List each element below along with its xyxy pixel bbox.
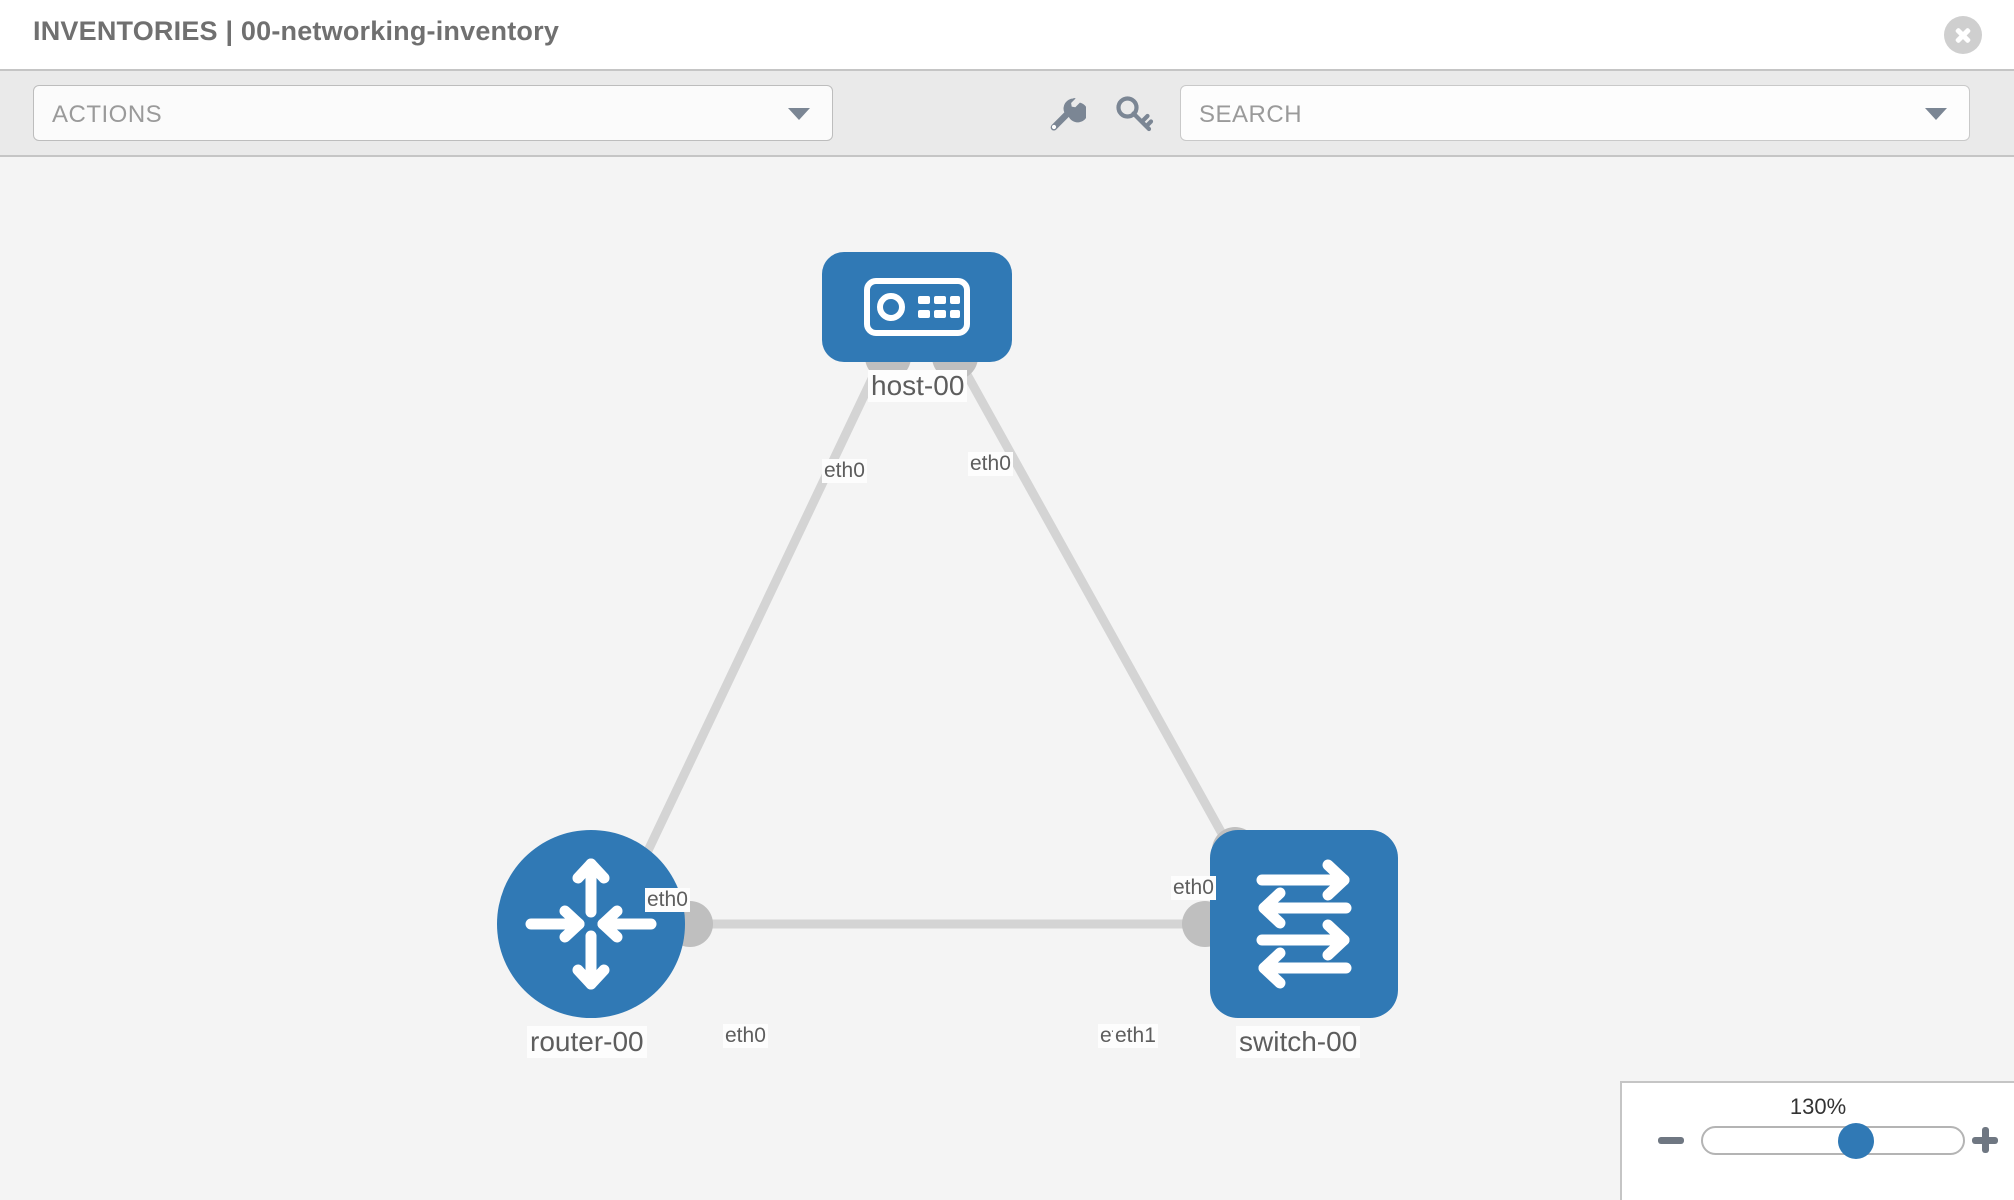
topology-node-switch-00[interactable]: switch-00 <box>1210 830 1398 1058</box>
edge-label-switch-left-b: eth1 <box>1113 1024 1158 1048</box>
link-host-router[interactable] <box>640 360 885 859</box>
search-input[interactable]: SEARCH <box>1180 85 1970 141</box>
edge-label-switch-up: eth0 <box>1171 876 1216 900</box>
edge-label-router-up: eth0 <box>645 888 690 912</box>
node-label-host-00: host-00 <box>868 370 968 402</box>
node-label-switch-00: switch-00 <box>1236 1026 1361 1058</box>
server-appliance-icon <box>864 278 970 336</box>
zoom-out-button[interactable] <box>1658 1137 1684 1144</box>
edge-label-host-right: eth0 <box>968 452 1013 476</box>
page-title: INVENTORIES | 00-networking-inventory <box>33 16 560 46</box>
zoom-in-button[interactable] <box>1972 1127 1998 1153</box>
chevron-down-icon <box>788 108 810 120</box>
zoom-slider[interactable] <box>1701 1123 1965 1159</box>
switch-arrows-icon <box>1256 859 1352 989</box>
key-icon[interactable] <box>1113 93 1155 135</box>
zoom-slider-handle[interactable] <box>1837 1123 1874 1159</box>
edge-label-router-right: eth0 <box>723 1024 768 1048</box>
page-header: INVENTORIES | 00-networking-inventory <box>0 0 2014 71</box>
zoom-level-value: 130% <box>1789 1094 1847 1119</box>
actions-dropdown-label: ACTIONS <box>52 101 163 128</box>
node-shape-host <box>822 252 1012 362</box>
topology-canvas[interactable]: host-00 router-00 <box>0 157 2014 1200</box>
topology-connectors <box>667 334 1258 947</box>
topology-node-host-00[interactable]: host-00 <box>822 252 1012 402</box>
topology-node-router-00[interactable]: router-00 <box>497 830 685 1058</box>
toolbar: ACTIONS SEARCH <box>0 71 2014 157</box>
router-arrows-icon <box>525 858 657 990</box>
search-placeholder: SEARCH <box>1199 101 1303 128</box>
close-icon[interactable] <box>1944 16 1982 54</box>
node-label-router-00: router-00 <box>527 1026 647 1058</box>
link-host-switch[interactable] <box>956 359 1239 860</box>
zoom-control-panel: 130% <box>1620 1081 2014 1200</box>
chevron-down-icon[interactable] <box>1925 108 1947 120</box>
topology-links <box>640 359 1239 929</box>
actions-dropdown[interactable]: ACTIONS <box>33 85 833 141</box>
edge-label-host-left: eth0 <box>822 459 867 483</box>
node-shape-switch <box>1210 830 1398 1018</box>
wrench-icon[interactable] <box>1044 93 1088 135</box>
